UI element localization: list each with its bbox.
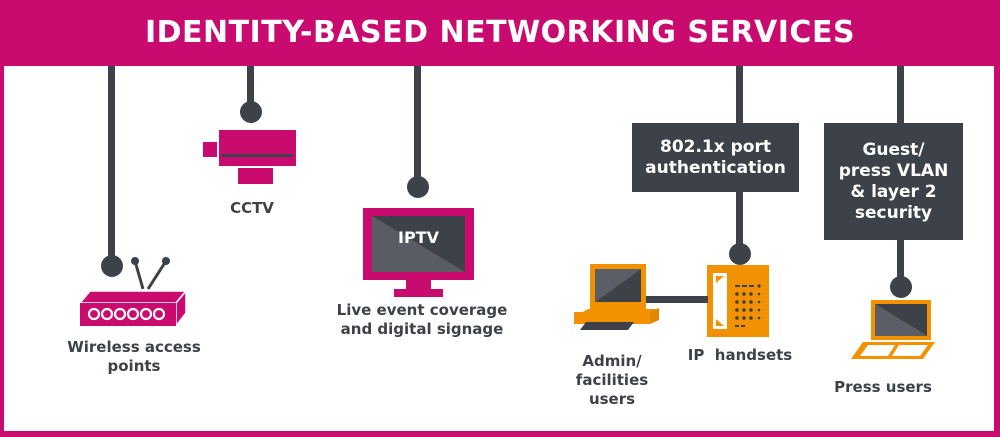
connector-line-wireless bbox=[108, 66, 115, 262]
connector-line-cctv bbox=[247, 66, 254, 106]
guest-vlan-box: Guest/ press VLAN & layer 2 security bbox=[824, 123, 963, 240]
page-title: IDENTITY-BASED NETWORKING SERVICES bbox=[144, 15, 856, 50]
connector-line-guest-bottom bbox=[897, 240, 904, 290]
connector-dot-ip-handsets bbox=[729, 243, 751, 265]
connector-line-port-auth-bottom bbox=[736, 192, 743, 254]
label-iptv: Live event coverage and digital signage bbox=[336, 301, 508, 338]
laptop-icon bbox=[851, 300, 935, 359]
label-cctv: CCTV bbox=[230, 199, 274, 217]
label-press-users: Press users bbox=[834, 378, 932, 396]
label-wireless-access-points: Wireless access points bbox=[67, 338, 201, 375]
cctv-camera-icon bbox=[203, 130, 296, 184]
diagram-panel: Wireless access points CCTV IPTV Live ev… bbox=[4, 66, 994, 431]
connector-line-iptv bbox=[414, 66, 421, 181]
tv-screen-text: IPTV bbox=[398, 228, 439, 247]
connector-line-guest-top bbox=[897, 66, 904, 124]
label-ip-handsets: IP handsets bbox=[687, 346, 793, 364]
connector-dot-press-users bbox=[890, 276, 912, 298]
connector-dot-cctv bbox=[240, 101, 262, 123]
connector-line-admin-to-phone bbox=[644, 296, 708, 303]
label-admin-facilities-users: Admin/ facilities users bbox=[575, 352, 649, 408]
desktop-computer-icon bbox=[574, 264, 659, 330]
desk-phone-icon bbox=[707, 265, 769, 337]
wifi-router-icon bbox=[78, 257, 188, 329]
connector-line-port-auth-top bbox=[736, 66, 743, 124]
connector-dot-iptv bbox=[407, 176, 429, 198]
tv-monitor-icon bbox=[363, 208, 474, 297]
port-authentication-box: 802.1x port authentication bbox=[632, 123, 799, 192]
connector-dot-wireless bbox=[101, 255, 123, 277]
